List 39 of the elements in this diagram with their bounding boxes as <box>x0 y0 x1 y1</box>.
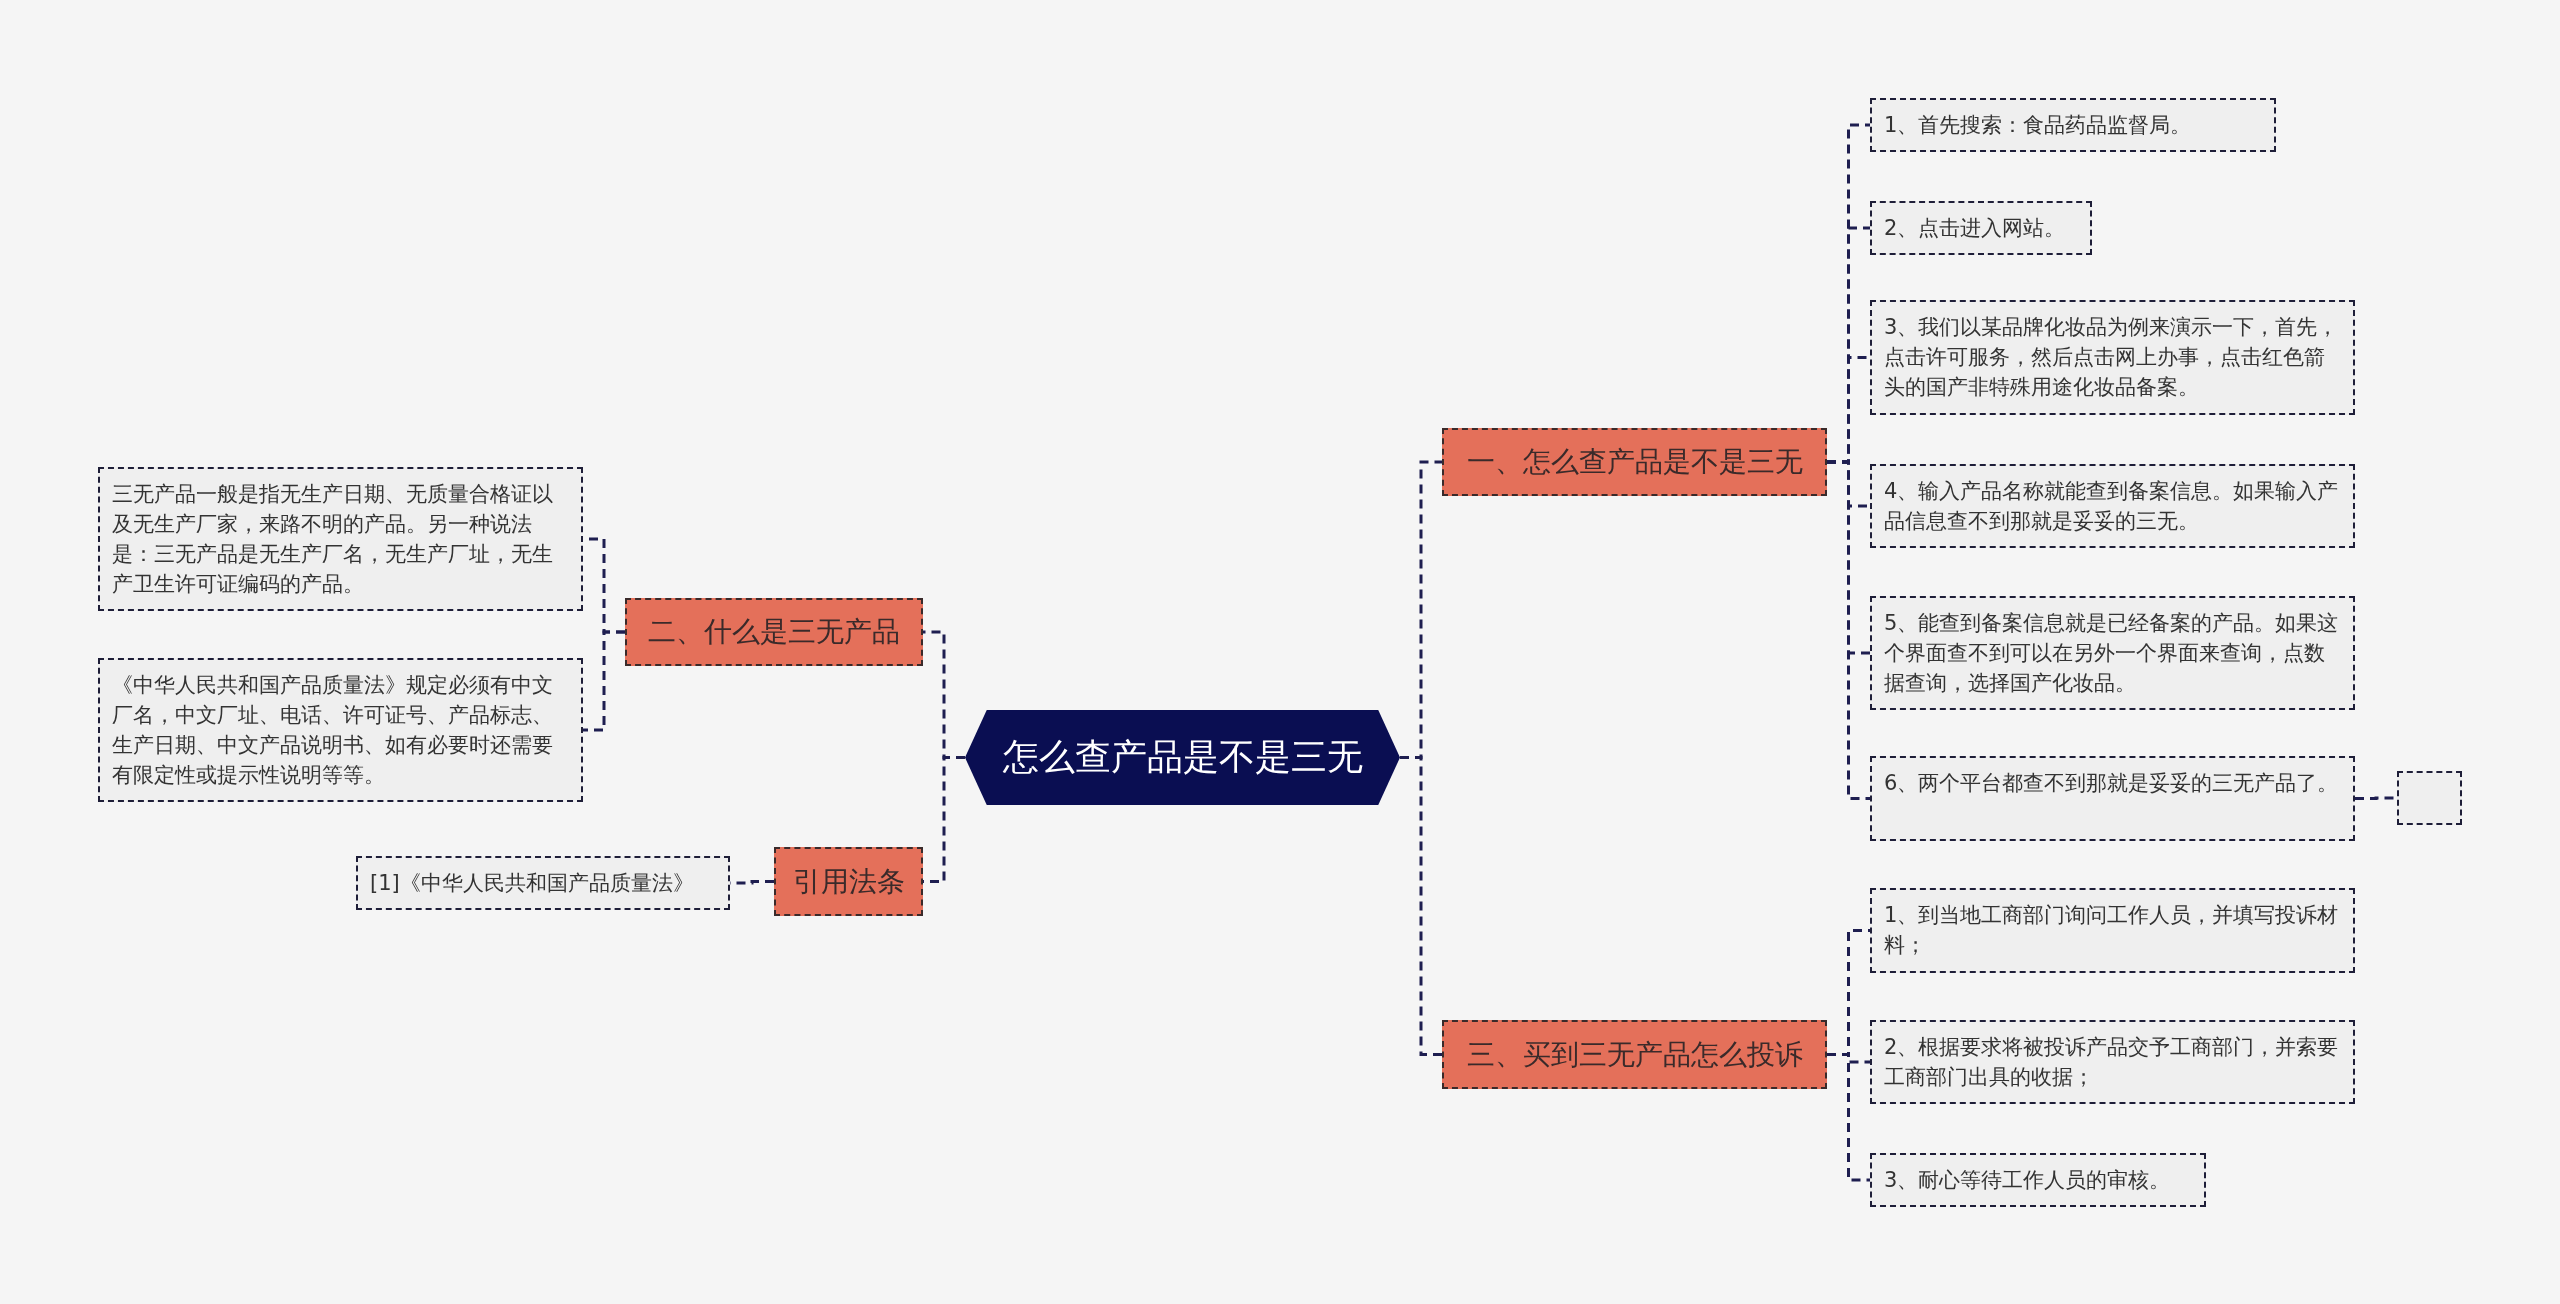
note-text: 2、点击进入网站。 <box>1884 215 2067 242</box>
note-text: 4、输入产品名称就能查到备案信息。如果输入产品信息查不到那就是妥妥的三无。 <box>1884 478 2340 535</box>
connector-line <box>1827 1053 1870 1182</box>
note-box <box>1870 98 2276 152</box>
note-text: 6、两个平台都查不到那就是妥妥的三无产品了。 <box>1884 770 2340 797</box>
note-box <box>1870 596 2355 710</box>
note-text: 2、根据要求将被投诉产品交予工商部门，并索要工商部门出具的收据； <box>1884 1034 2340 1091</box>
topic-text: 二、什么是三无产品 <box>648 614 900 650</box>
topic-box <box>1442 428 1827 496</box>
note-box <box>1870 1020 2355 1104</box>
note-box <box>1870 756 2355 841</box>
note-box <box>356 856 730 910</box>
connector-line <box>1400 756 1442 1056</box>
connector-line <box>2355 796 2397 800</box>
empty-box <box>2397 771 2462 825</box>
topic-box <box>625 598 923 666</box>
note-box <box>1870 300 2355 415</box>
note-text: 《中华人民共和国产品质量法》规定必须有中文厂名，中文厂址、电话、许可证号、产品标志、生产日期、中文产品说明书、如有必要时还需要有限定性或提示性说明等等。 <box>112 672 554 789</box>
central-topic-text: 怎么查产品是不是三无 <box>1002 735 1363 779</box>
note-text: 5、能查到备案信息就是已经备案的产品。如果这个界面查不到可以在另外一个界面来查询，点数据查询，选择国产化妆品。 <box>1884 610 2340 697</box>
note-text: [1]《中华人民共和国产品质量法》 <box>370 870 695 897</box>
note-text: 3、我们以某品牌化妆品为例来演示一下，首先，点击许可服务，然后点击网上办事，点击红色箭头的国产非特殊用途化妆品备案。 <box>1884 314 2340 401</box>
topic-text: 引用法条 <box>792 863 905 900</box>
note-text: 1、到当地工商部门询问工作人员，并填写投诉材料； <box>1884 902 2340 959</box>
note-text: 3、耐心等待工作人员的审核。 <box>1884 1167 2172 1194</box>
topic-text: 三、买到三无产品怎么投诉 <box>1466 1036 1803 1073</box>
note-text: 1、首先搜索：食品药品监督局。 <box>1884 112 2193 139</box>
note-box <box>98 467 583 611</box>
note-box <box>98 658 583 802</box>
connector-line <box>1827 460 1870 800</box>
note-box <box>1870 464 2355 548</box>
note-box <box>1870 201 2092 255</box>
note-box <box>1870 1153 2206 1207</box>
note-box <box>1870 888 2355 973</box>
note-text: 三无产品一般是指无生产日期、无质量合格证以及无生产厂家，来路不明的产品。另一种说法是：三无产品是无生产厂名，无生产厂址，无生产卫生许可证编码的产品。 <box>112 481 554 598</box>
topic-box <box>774 847 923 916</box>
topic-box <box>1442 1020 1827 1089</box>
connector-line <box>583 630 625 732</box>
topic-text: 一、怎么查产品是不是三无 <box>1466 444 1803 480</box>
